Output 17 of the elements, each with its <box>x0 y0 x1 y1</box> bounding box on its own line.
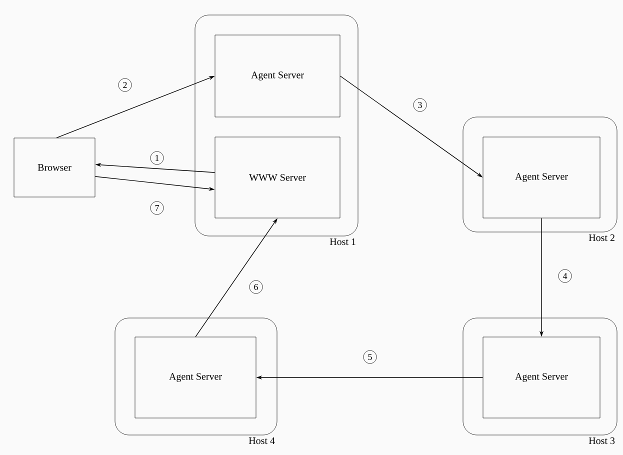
server-box: WWW Server <box>214 136 340 218</box>
node-label: Host 2 <box>588 234 614 242</box>
browser-box: Browser <box>14 138 96 198</box>
server-box: Agent Server <box>214 34 340 118</box>
step-number: 2 <box>118 78 132 92</box>
step-number: 1 <box>150 151 164 165</box>
step-number: 4 <box>558 269 572 283</box>
step-number: 6 <box>249 280 263 294</box>
server-box: Agent Server <box>482 336 600 418</box>
node-label: Host 4 <box>248 437 275 444</box>
step-number: 3 <box>413 98 427 112</box>
node-label: Host 3 <box>588 437 615 444</box>
node-label: Host 1 <box>330 238 356 246</box>
step-number: 7 <box>150 201 164 215</box>
step-number: 5 <box>363 350 377 364</box>
server-box: Agent Server <box>134 336 256 418</box>
server-box: Agent Server <box>482 136 600 218</box>
